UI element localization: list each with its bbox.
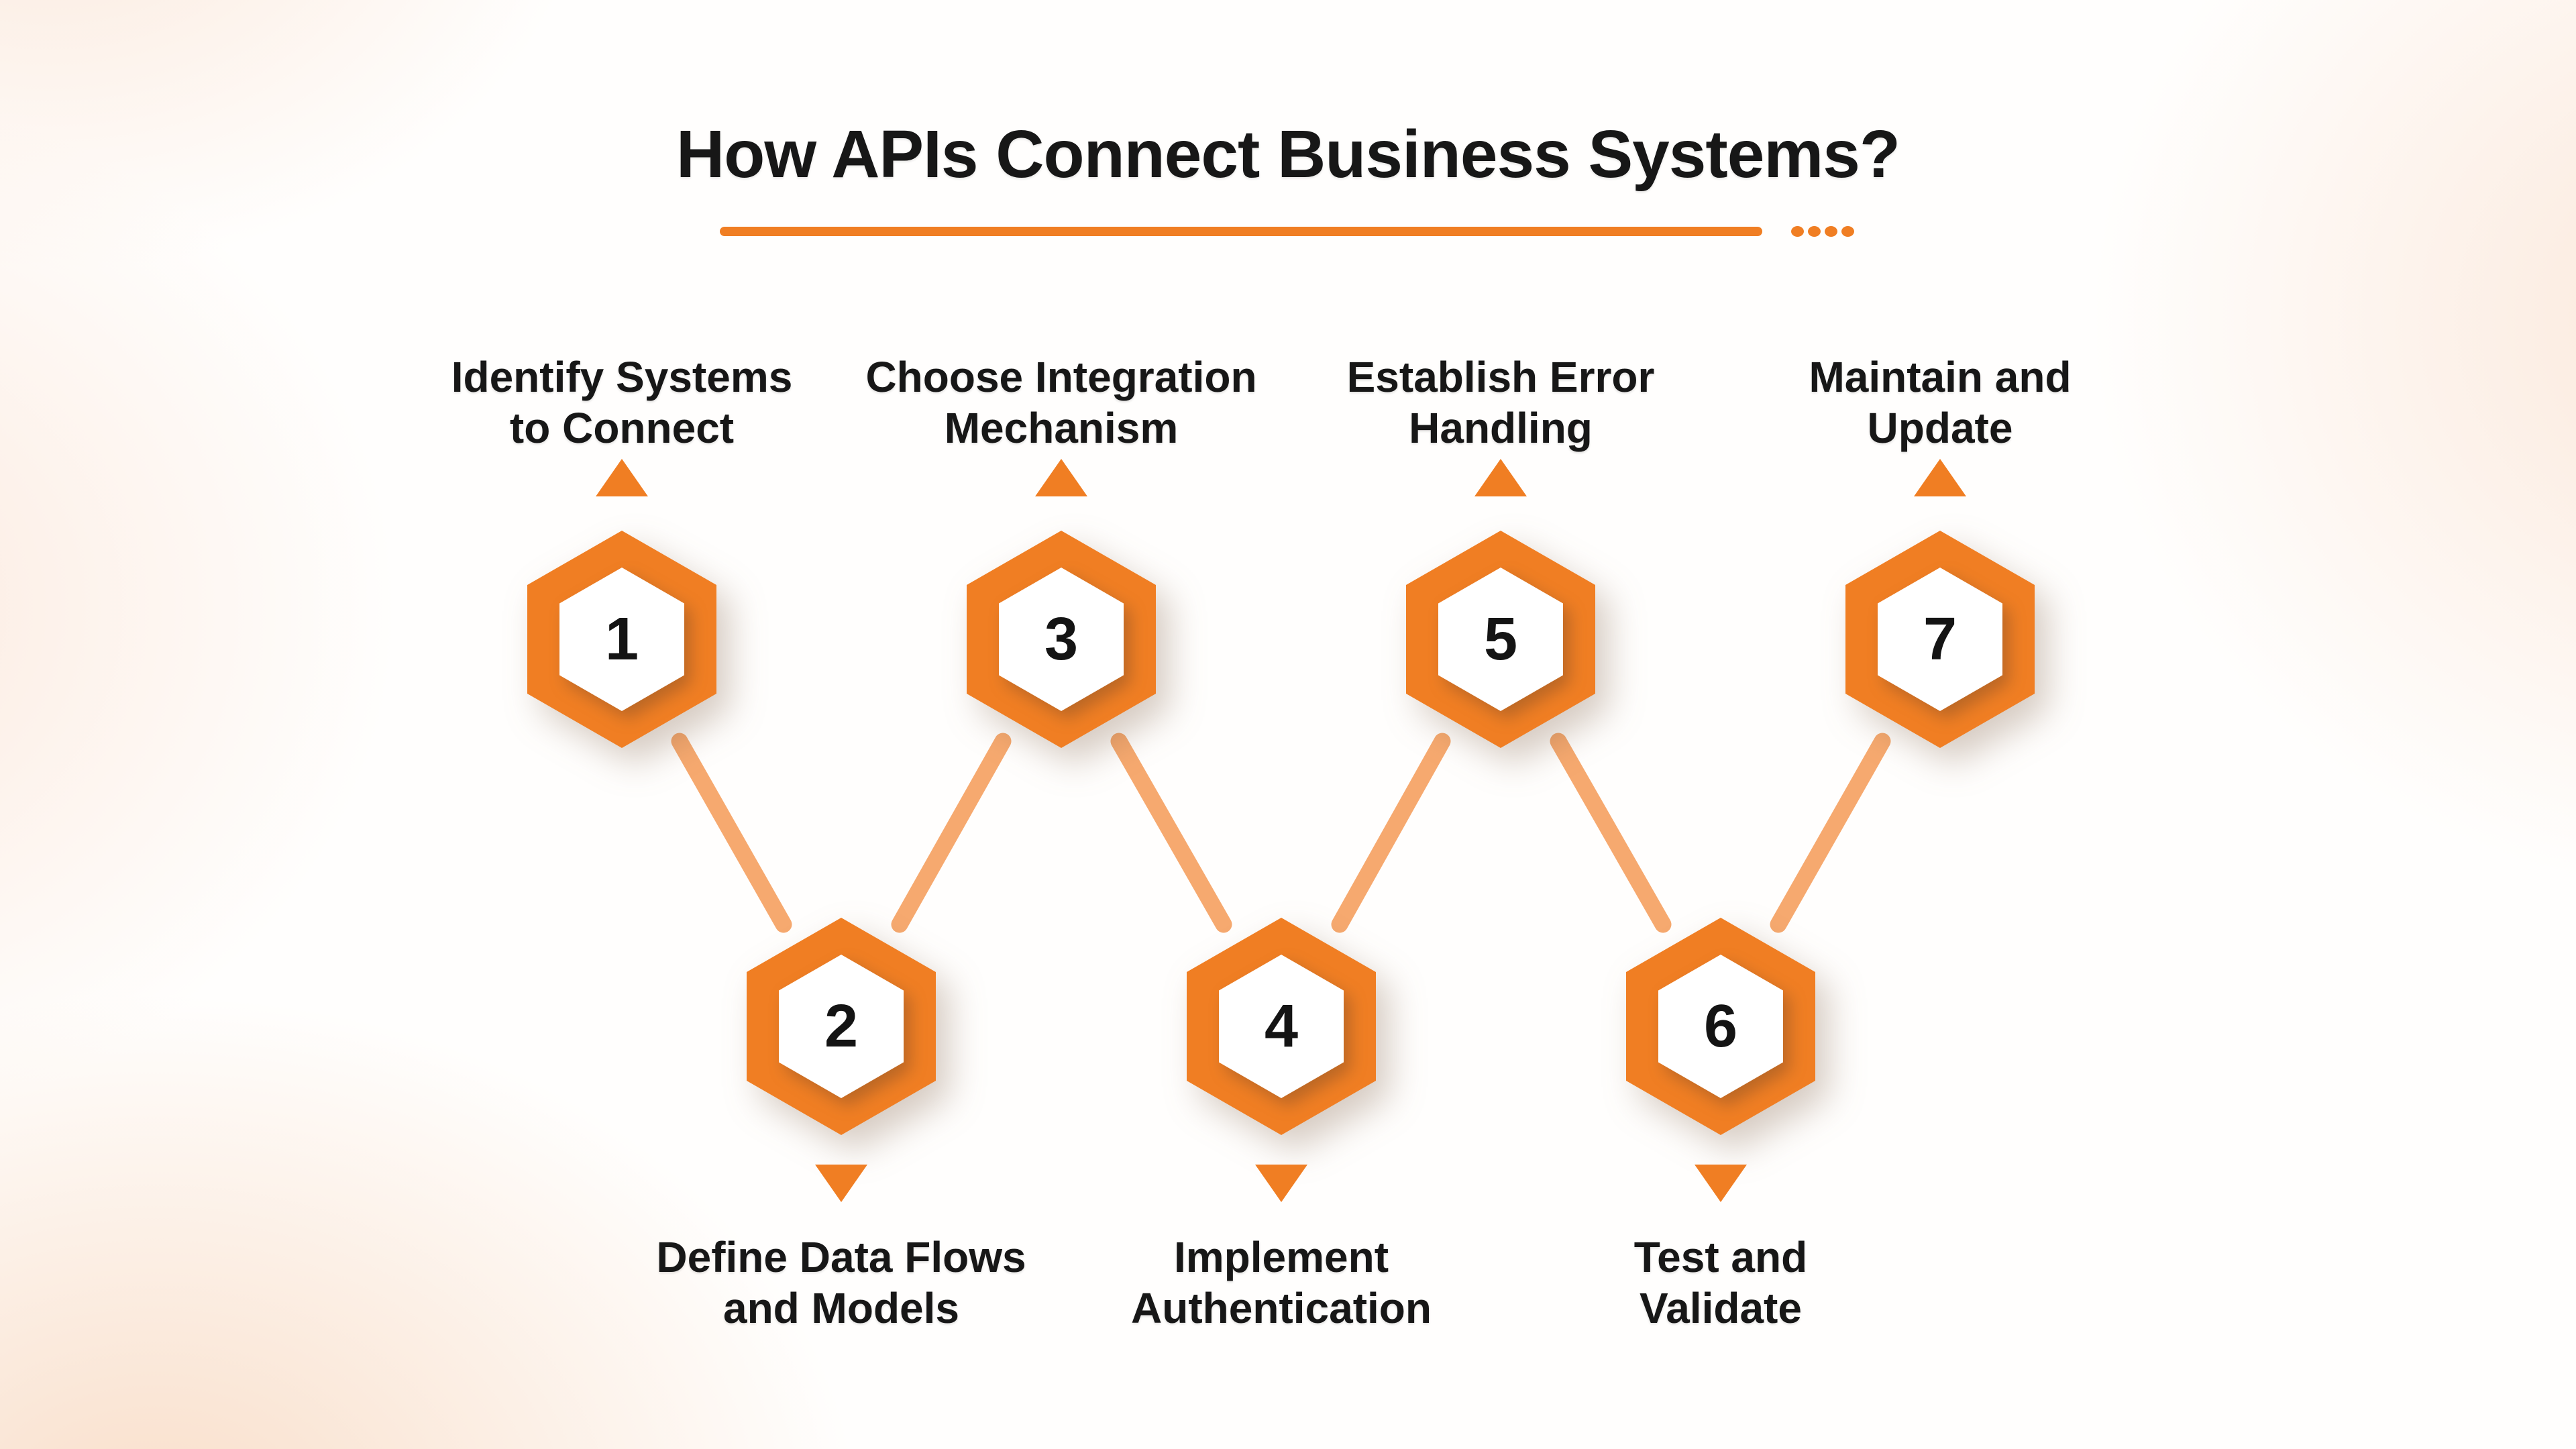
step-number: 7 — [1923, 605, 1957, 673]
connector-5-4 — [1331, 733, 1451, 933]
step-label-line: Define Data Flows — [656, 1233, 1026, 1281]
title-dots — [1791, 226, 1854, 237]
step-label-line: Maintain and — [1809, 353, 2072, 401]
step-7-label: Maintain and Update — [1672, 352, 2208, 453]
step-number: 4 — [1264, 992, 1299, 1060]
step-4-hexagon: 4 — [1187, 918, 1376, 1135]
connector-5-6 — [1550, 733, 1672, 933]
step-7-hexagon: 7 — [1845, 531, 2035, 748]
step-1-hexagon: 1 — [527, 531, 716, 748]
step-label-line: Identify Systems — [451, 353, 793, 401]
step-label-line: Validate — [1640, 1284, 1802, 1332]
step-label-line: Test and — [1633, 1233, 1808, 1281]
step-label-line: to Connect — [509, 404, 735, 452]
step-3-hexagon: 3 — [967, 531, 1156, 748]
dot-icon — [1841, 226, 1854, 237]
step-4-label: Implement Authentication — [1013, 1232, 1550, 1334]
step-number: 5 — [1483, 605, 1518, 673]
step-number: 1 — [604, 605, 639, 673]
dot-icon — [1808, 226, 1821, 237]
step-number: 6 — [1703, 992, 1738, 1060]
step-2-hexagon: 2 — [747, 918, 936, 1135]
step-6-label: Test and Validate — [1452, 1232, 1989, 1334]
step-label-line: Authentication — [1131, 1284, 1432, 1332]
step-5-hexagon: 5 — [1406, 531, 1595, 748]
step-6-hexagon: 6 — [1626, 918, 1815, 1135]
step-number: 2 — [824, 992, 859, 1060]
step-label-line: and Models — [722, 1284, 960, 1332]
connector-3-2 — [891, 733, 1012, 933]
step-label-line: Establish Error — [1346, 353, 1655, 401]
step-number: 3 — [1044, 605, 1079, 673]
step-5-label: Establish Error Handling — [1232, 352, 1769, 453]
title-underline — [720, 227, 1762, 236]
step-label-line: Mechanism — [944, 404, 1179, 452]
connector-7-6 — [1770, 733, 1891, 933]
step-3-label: Choose Integration Mechanism — [793, 352, 1330, 453]
dot-icon — [1825, 226, 1837, 237]
step-2-label: Define Data Flows and Models — [573, 1232, 1110, 1334]
step-label-line: Implement — [1173, 1233, 1389, 1281]
step-label-line: Update — [1867, 404, 2013, 452]
dot-icon — [1791, 226, 1804, 237]
step-label-line: Choose Integration — [865, 353, 1257, 401]
page-title: How APIs Connect Business Systems? — [676, 116, 1900, 192]
connector-1-2 — [671, 733, 792, 933]
step-1-label: Identify Systems to Connect — [354, 352, 890, 453]
connector-3-4 — [1110, 733, 1232, 933]
step-label-line: Handling — [1409, 404, 1593, 452]
